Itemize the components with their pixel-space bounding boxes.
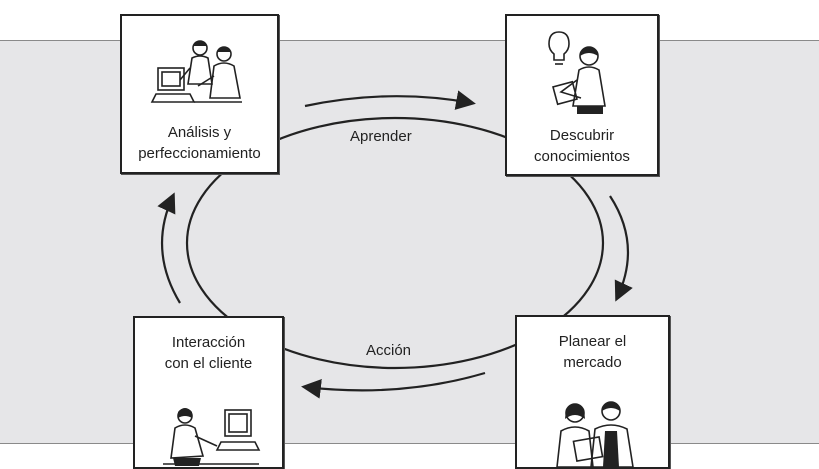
woman-on-phone-icon [163,408,261,466]
edge-label-aprender: Aprender [350,128,412,145]
node-label-line: Análisis y [167,124,232,141]
edge-label-accion: Acción [366,342,412,359]
two-people-reviewing-icon [556,401,634,467]
node-interaccion: Interacción con el cliente [133,316,284,469]
node-label-line: conocimientos [534,148,630,165]
node-label-line: Descubrir [549,127,615,144]
lightbulb-idea-icon [548,31,606,114]
node-label-line: perfeccionamiento [138,145,261,162]
two-people-at-computer-icon [150,40,242,103]
node-label-line: Interacción [171,334,246,351]
arrow-top [304,90,476,110]
node-label-line: con el cliente [164,355,253,372]
node-label-line: mercado [563,354,622,371]
arrow-bottom [301,371,486,399]
cycle-ellipse [185,116,605,370]
node-label-line: Planear el [558,333,627,350]
node-descubrir: Descubrir conocimientos [505,14,659,176]
node-analisis: Análisis y perfeccionamiento [120,14,279,174]
arrow-right [609,195,633,302]
arrow-left [157,192,181,304]
node-planear: Planear el mercado [515,315,670,469]
